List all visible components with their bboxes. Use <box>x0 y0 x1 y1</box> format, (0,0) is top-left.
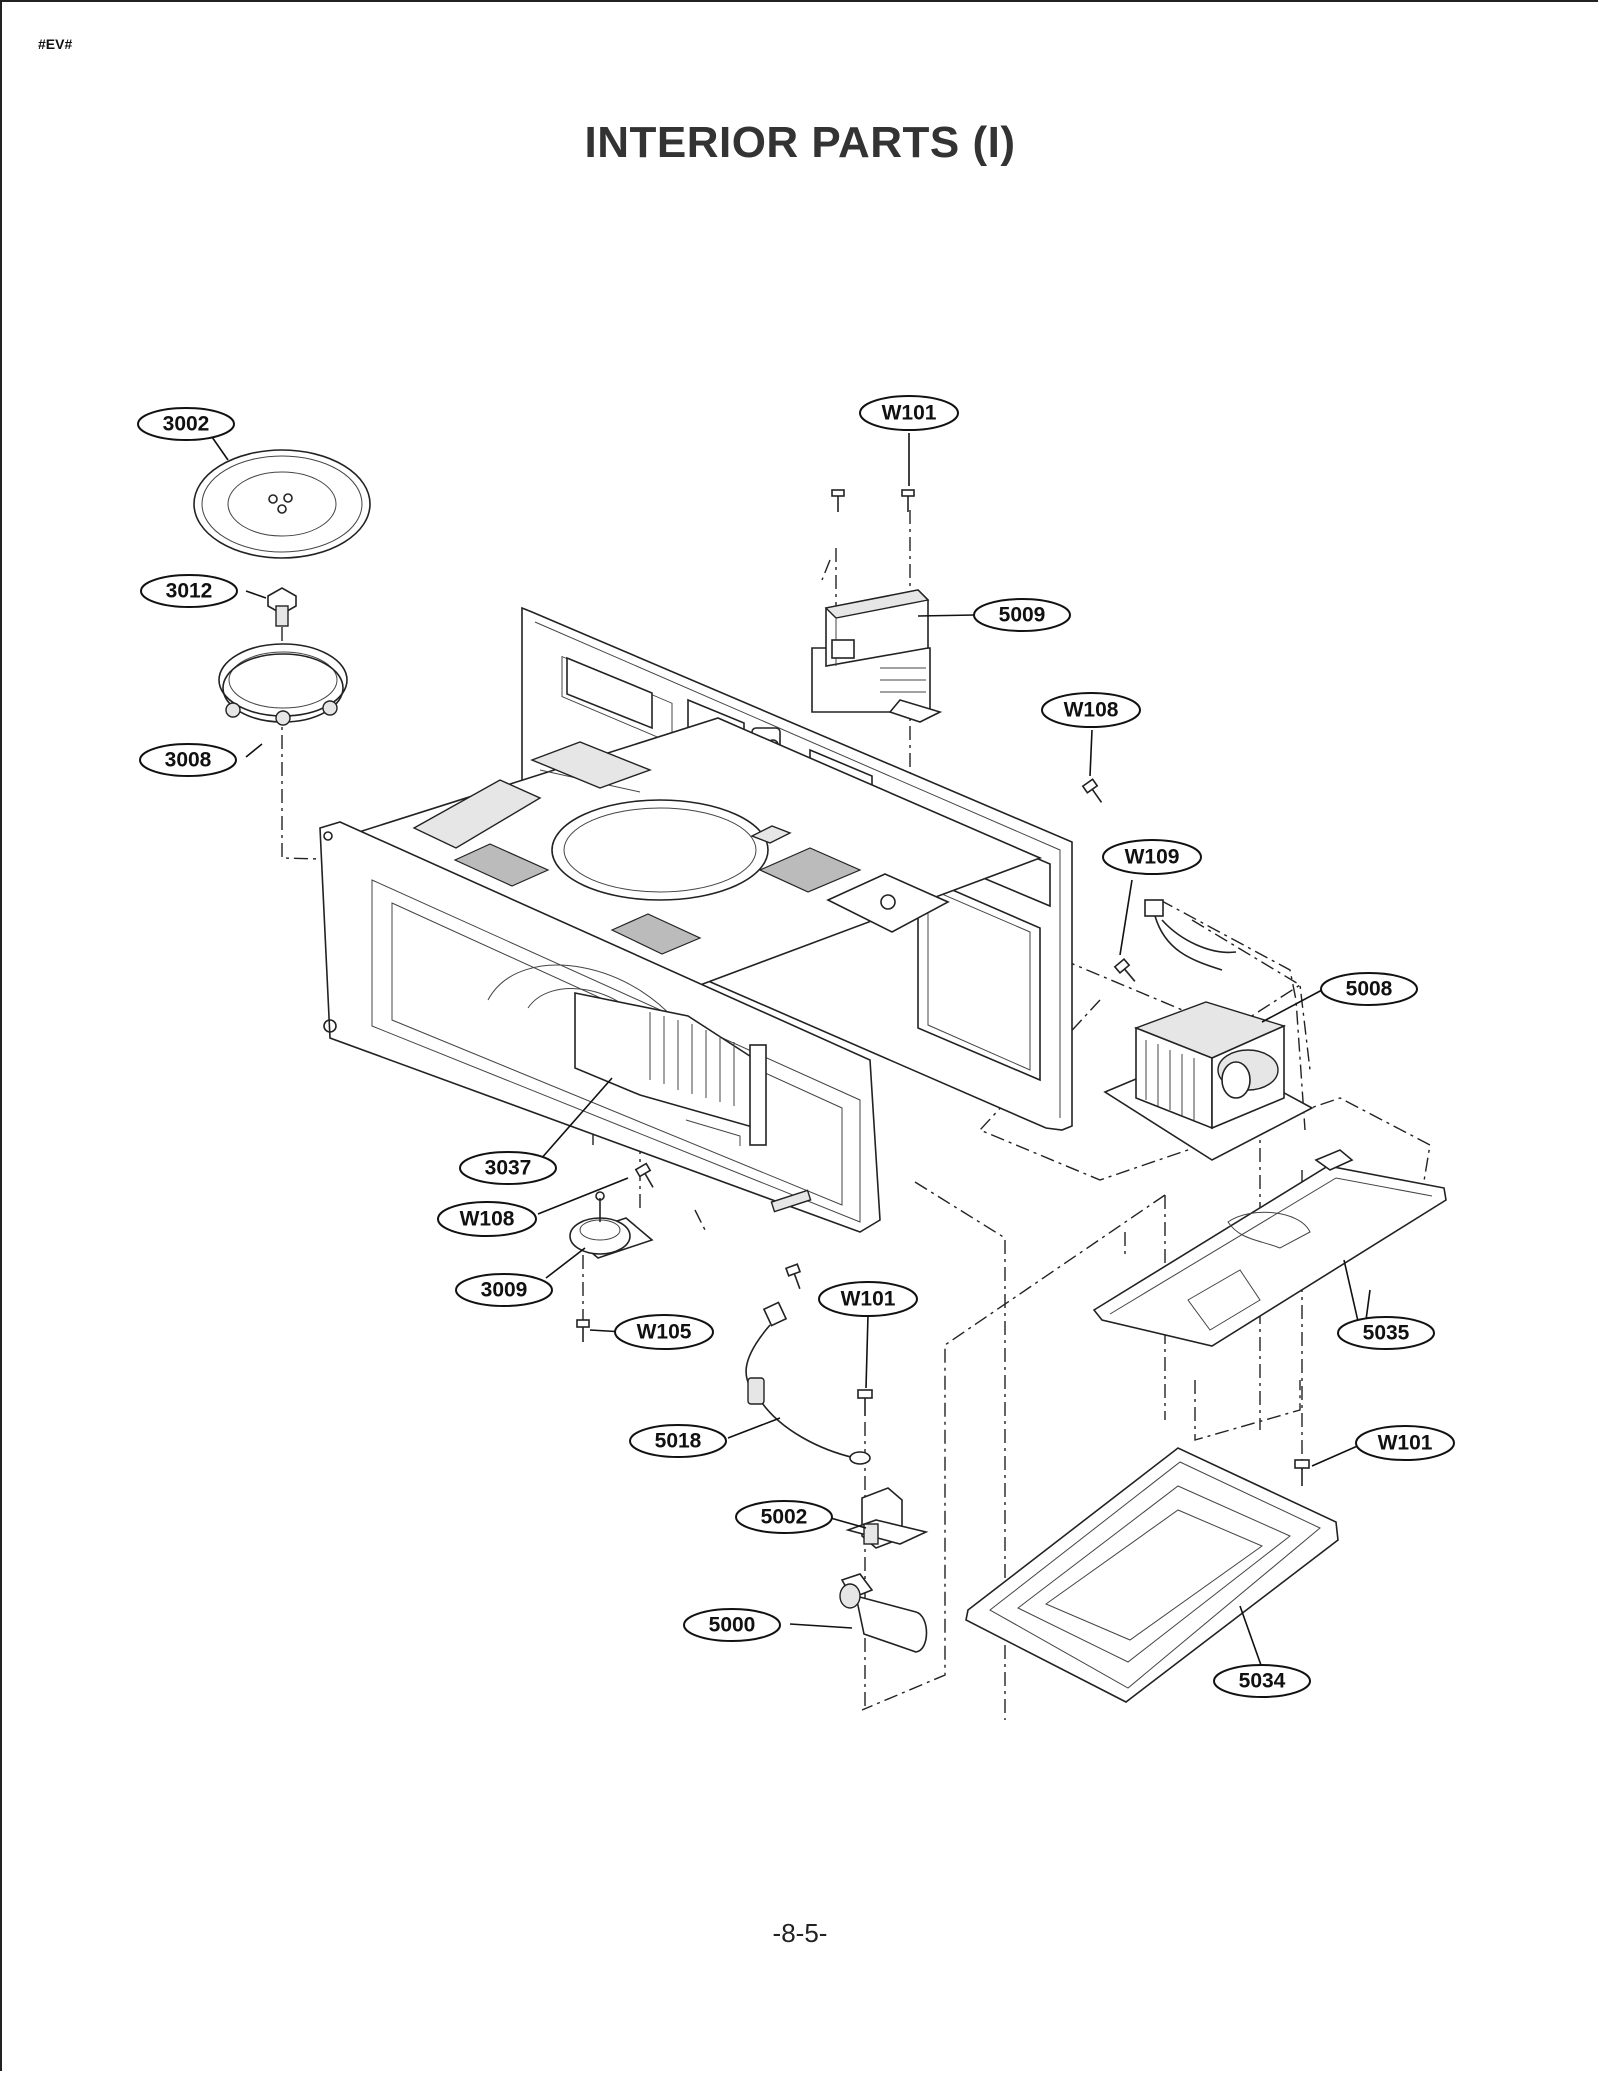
roller-guide-ring <box>218 643 348 726</box>
svg-text:5018: 5018 <box>655 1430 702 1453</box>
page-number: -8-5- <box>772 1918 828 1948</box>
screw-w108-left <box>634 1162 654 1188</box>
svg-text:W108: W108 <box>1064 699 1119 722</box>
svg-text:W101: W101 <box>882 402 937 425</box>
callout-3012: 3012 <box>140 574 238 608</box>
svg-text:W101: W101 <box>1378 1432 1433 1455</box>
callout-3008: 3008 <box>139 743 237 777</box>
screw-w101-mid <box>857 1389 873 1416</box>
callout-w105: W105 <box>614 1314 714 1350</box>
turntable-tray <box>193 449 371 559</box>
svg-text:W108: W108 <box>460 1208 515 1231</box>
svg-text:W109: W109 <box>1125 846 1180 869</box>
svg-text:3012: 3012 <box>166 580 213 603</box>
svg-text:3037: 3037 <box>485 1157 532 1180</box>
cooling-fan-bracket <box>574 992 767 1146</box>
screw-top-left <box>831 489 845 512</box>
svg-text:3008: 3008 <box>165 749 212 772</box>
callout-w101-right: W101 <box>1355 1425 1455 1461</box>
svg-text:5000: 5000 <box>709 1614 756 1637</box>
callout-w109: W109 <box>1102 839 1202 875</box>
callout-w108-left: W108 <box>437 1201 537 1237</box>
screw-top-right <box>901 489 915 512</box>
svg-text:5035: 5035 <box>1363 1322 1410 1345</box>
document-code: #EV# <box>38 36 73 52</box>
turntable-coupler <box>267 587 297 627</box>
svg-text:5008: 5008 <box>1346 978 1393 1001</box>
svg-text:5034: 5034 <box>1239 1670 1286 1693</box>
screws <box>576 489 1310 1486</box>
base-plate <box>1092 1149 1447 1347</box>
callout-w108-right: W108 <box>1041 692 1141 728</box>
thermostat <box>569 1191 654 1259</box>
callout-5002: 5002 <box>735 1500 833 1534</box>
svg-text:3009: 3009 <box>481 1279 528 1302</box>
callout-w101-mid: W101 <box>818 1281 918 1317</box>
svg-text:5009: 5009 <box>999 604 1046 627</box>
callout-5035: 5035 <box>1337 1316 1435 1350</box>
callout-3002: 3002 <box>137 407 235 441</box>
callout-5000: 5000 <box>683 1608 781 1642</box>
oven-lamp <box>839 1573 928 1653</box>
screw-w109 <box>1113 957 1136 982</box>
screw-w101-right <box>1294 1459 1310 1486</box>
svg-text:W105: W105 <box>637 1321 692 1344</box>
callout-w101-top: W101 <box>859 395 959 431</box>
hv-wire-connector <box>1144 899 1237 971</box>
callout-5034: 5034 <box>1213 1664 1311 1698</box>
svg-text:W101: W101 <box>841 1288 896 1311</box>
lamp-socket-bracket <box>845 1487 929 1549</box>
bottom-cover-plate <box>965 1447 1339 1703</box>
cavity-assembly <box>319 606 1073 1233</box>
page-title: INTERIOR PARTS (I) <box>584 118 1016 167</box>
callout-5018: 5018 <box>629 1424 727 1458</box>
magnetron <box>811 589 943 723</box>
wire-harness <box>745 1301 871 1465</box>
callout-5009: 5009 <box>973 598 1071 632</box>
screw-w105 <box>576 1319 590 1342</box>
screw-mid <box>784 1263 802 1290</box>
svg-text:5002: 5002 <box>761 1506 808 1529</box>
callout-3037: 3037 <box>459 1151 557 1185</box>
callout-5008: 5008 <box>1320 972 1418 1006</box>
screw-w108-right <box>1081 778 1103 803</box>
leader-lines <box>211 433 1371 1669</box>
hv-transformer <box>1103 1001 1314 1161</box>
svg-text:3002: 3002 <box>163 413 210 436</box>
callout-3009: 3009 <box>455 1273 553 1307</box>
